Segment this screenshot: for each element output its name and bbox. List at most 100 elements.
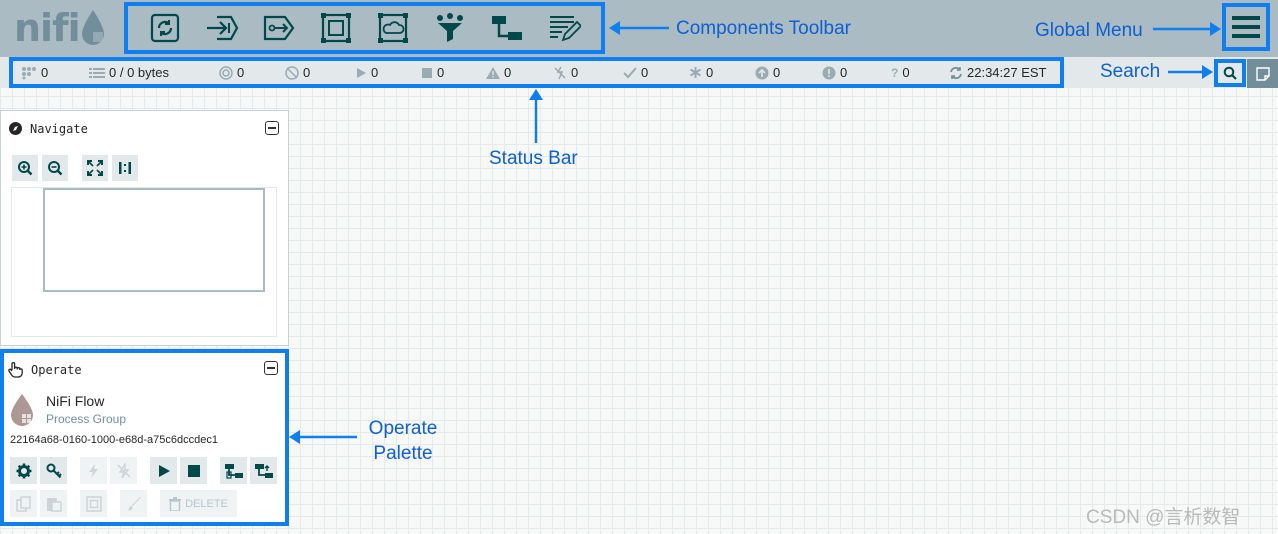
paint-brush-icon <box>126 496 141 510</box>
enable-button[interactable] <box>80 457 107 484</box>
process-group-drop-icon <box>11 394 33 426</box>
fit-button[interactable] <box>82 155 108 181</box>
zoom-in-button[interactable] <box>12 155 38 181</box>
up-to-date-count: 0 <box>623 65 648 80</box>
paste-icon <box>46 497 62 512</box>
search-button[interactable] <box>1214 59 1246 87</box>
actual-size-icon <box>119 162 131 174</box>
operate-header: Operate <box>7 361 82 378</box>
selection-type: Process Group <box>46 412 127 426</box>
paste-button[interactable] <box>40 490 67 517</box>
status-bar: 0 0 / 0 bytes 0 0 0 0 0 0 <box>9 57 1064 88</box>
exclamation-circle-icon <box>822 66 836 79</box>
trash-icon <box>169 496 182 511</box>
check-icon <box>623 66 637 78</box>
operate-collapse-button[interactable] <box>264 361 278 375</box>
global-menu-annotation: Global Menu <box>1035 20 1143 41</box>
search-icon <box>1223 66 1237 80</box>
access-policies-button[interactable] <box>40 457 67 484</box>
transmitting: 0 <box>219 65 244 80</box>
toolbar-annotation-arrow <box>609 21 669 35</box>
hand-pointer-icon <box>8 362 23 378</box>
refresh-status[interactable]: 22:34:27 EST <box>949 65 1047 80</box>
active-threads: 0 <box>21 65 48 80</box>
viewport-rect[interactable] <box>43 188 265 292</box>
running-count: 0 <box>355 65 378 80</box>
template-icon[interactable] <box>487 10 527 46</box>
navigate-title: Navigate <box>30 121 88 136</box>
bulletin-board-button[interactable] <box>1247 59 1278 88</box>
not-transmitting-icon <box>285 65 299 80</box>
upload-template-button[interactable] <box>250 457 277 484</box>
remote-process-group-icon[interactable] <box>373 10 413 46</box>
key-icon <box>46 463 62 478</box>
label-icon[interactable] <box>544 10 584 46</box>
selection-name: NiFi Flow <box>46 393 105 409</box>
nifi-drop-icon <box>81 10 104 45</box>
operate-palette-annotation: Operate Palette <box>368 418 438 464</box>
navigate-panel: Navigate <box>0 110 289 346</box>
create-template-button[interactable] <box>220 457 247 484</box>
play-icon <box>158 464 170 477</box>
threads-icon <box>22 66 36 79</box>
locally-modified-stale-count: 0 <box>822 65 847 80</box>
operate-annotation-arrow <box>289 430 357 444</box>
transmitting-icon <box>219 65 233 80</box>
actual-size-button[interactable] <box>112 155 138 181</box>
nifi-logo: nifi <box>14 6 106 50</box>
status-bar-annotation-arrow <box>529 89 543 143</box>
output-port-icon[interactable] <box>259 10 299 46</box>
start-button[interactable] <box>150 457 177 484</box>
operate-panel: Operate NiFi Flow Process Group 22164a68… <box>0 349 289 526</box>
global-menu-button[interactable] <box>1222 3 1270 51</box>
disable-lightning-icon <box>116 462 131 478</box>
birdseye-view[interactable] <box>11 187 277 337</box>
process-group-icon[interactable] <box>316 10 356 46</box>
change-color-button[interactable] <box>120 490 147 517</box>
group-button[interactable] <box>80 490 107 517</box>
copy-icon <box>15 495 31 512</box>
stopped-count: 0 <box>421 65 444 80</box>
sync-failure-count: ? 0 <box>891 65 910 80</box>
lightning-icon <box>88 463 98 478</box>
processor-icon[interactable] <box>145 10 185 46</box>
configure-button[interactable] <box>10 457 37 484</box>
invalid-count: 0 <box>486 65 511 80</box>
status-bar-row: 0 0 / 0 bytes 0 0 0 0 0 0 <box>0 57 1278 88</box>
refresh-icon[interactable] <box>949 66 963 80</box>
input-port-icon[interactable] <box>202 10 242 46</box>
disabled-icon <box>554 66 566 79</box>
create-template-icon <box>224 463 243 479</box>
gear-icon <box>16 463 31 478</box>
group-icon <box>85 495 102 512</box>
list-icon <box>89 67 105 78</box>
selection-id: 22164a68-0160-1000-e68d-a75c6dccdec1 <box>10 434 218 446</box>
queued-value: 0 / 0 bytes <box>109 65 169 80</box>
compass-icon <box>9 122 22 135</box>
arrow-up-circle-icon <box>755 66 769 79</box>
zoom-out-icon <box>48 161 63 176</box>
zoom-out-button[interactable] <box>42 155 68 181</box>
delete-label: DELETE <box>185 497 228 510</box>
stop-button[interactable] <box>180 457 207 484</box>
header-bar: nifi <box>0 0 1278 57</box>
stop-icon <box>422 67 432 78</box>
stop-icon <box>187 464 200 477</box>
navigate-collapse-button[interactable] <box>265 121 279 135</box>
funnel-icon[interactable] <box>430 10 470 46</box>
note-icon <box>1255 66 1270 81</box>
threads-value: 0 <box>41 65 49 80</box>
last-refreshed-time: 22:34:27 EST <box>967 65 1047 80</box>
play-icon <box>357 67 366 78</box>
search-annotation-arrow <box>1168 65 1213 79</box>
navigate-header: Navigate <box>8 121 88 136</box>
disable-button[interactable] <box>110 457 137 484</box>
search-annotation: Search <box>1100 61 1161 82</box>
warning-icon <box>486 66 500 79</box>
hamburger-icon <box>1232 16 1260 38</box>
question-icon: ? <box>891 65 899 80</box>
zoom-in-icon <box>18 161 33 176</box>
watermark: CSDN @言析数智 <box>1086 507 1241 528</box>
copy-button[interactable] <box>10 490 37 517</box>
delete-button[interactable]: DELETE <box>160 490 237 517</box>
